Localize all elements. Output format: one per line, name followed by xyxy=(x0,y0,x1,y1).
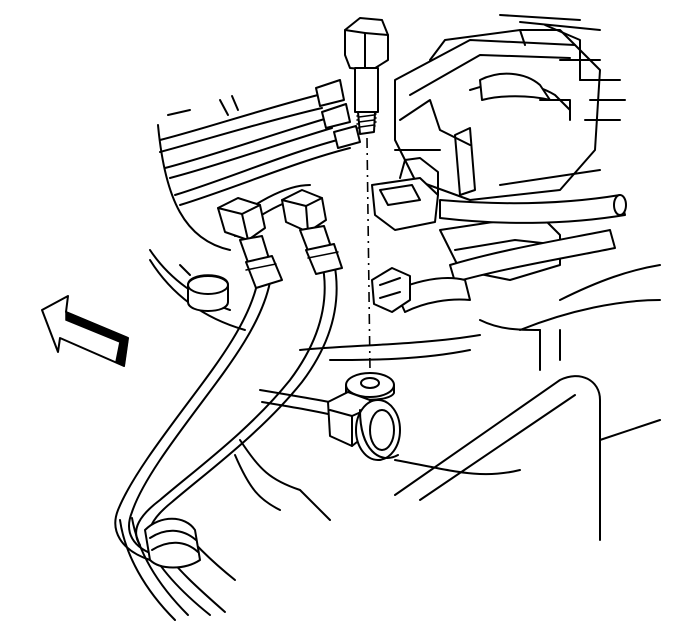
engine-plug-boss xyxy=(179,264,229,312)
spark-plug-wire-bundle xyxy=(157,79,361,251)
left-flare-nut xyxy=(217,197,283,289)
installation-guide-line xyxy=(366,137,371,371)
banjo-bolt xyxy=(344,17,389,135)
vacuum-hose xyxy=(439,194,627,283)
banjo-fitting xyxy=(327,391,401,461)
fuel-line-right-fitting xyxy=(371,267,471,313)
distributor-cap xyxy=(371,14,626,281)
engine-block-outline xyxy=(149,249,661,541)
front-direction-arrow-icon xyxy=(41,295,129,368)
fuel-lines xyxy=(114,184,346,621)
right-flare-nut xyxy=(281,189,343,275)
